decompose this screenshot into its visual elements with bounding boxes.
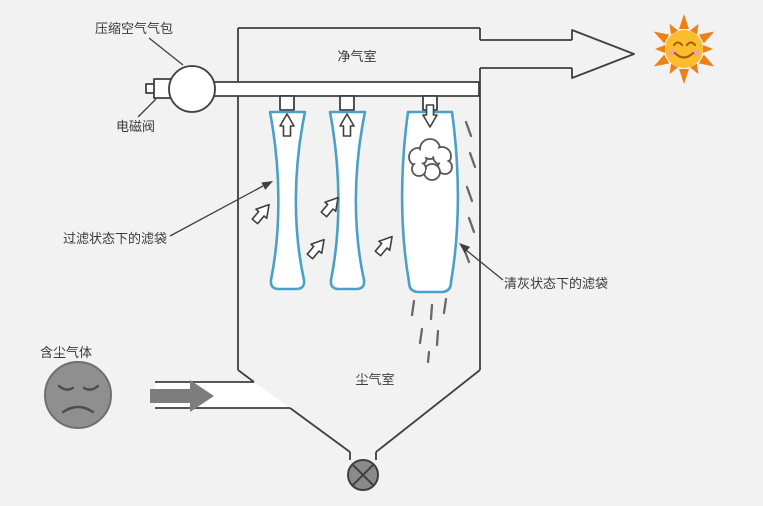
leader-filtering-arrowhead [261,181,273,190]
inflow-arrow-icon [320,196,339,218]
label-filtering-bags: 过滤状态下的滤袋 [63,231,167,247]
filter-bag-1-filtering [268,110,307,291]
sun-blush [692,49,700,56]
outlet-duct [480,39,572,69]
leader-compressed-air-tank [148,37,184,66]
happy-sun-icon [653,14,715,84]
label-cleaning-bags: 清灰状态下的滤袋 [504,276,608,292]
leader-cleaning-arrowhead [459,243,471,254]
airflow-arrows [251,104,438,260]
up-arrow-icon [339,113,355,137]
label-clean-air-chamber: 净气室 [337,49,376,65]
sun-body [665,30,703,68]
label-compressed-air-tank: 压缩空气气包 [95,21,173,37]
leader-solenoid-valve [137,98,157,118]
up-arrow-icon [279,113,295,137]
inflow-arrow-icon [306,238,325,260]
label-dust-chamber: 尘气室 [355,372,394,388]
sad-face-icon [44,361,112,429]
outlet-arrow-icon [571,29,635,79]
blow-pipe [213,81,480,97]
inflow-arrow-icon [251,203,270,225]
inlet-duct [155,381,290,409]
sun-blush [668,49,676,56]
dust-cloud-icon [408,138,453,181]
rotary-valve-icon [347,459,379,491]
label-solenoid-valve: 电磁阀 [116,120,155,135]
inlet-flow-arrow-icon [150,380,214,412]
sun-rays [653,14,715,84]
venturi-2 [339,95,355,111]
leader-filtering-bags [169,185,264,237]
leader-cleaning-bags [465,249,504,281]
falling-dust-dashes [410,120,477,364]
pulse-down-arrow-icon [422,104,438,128]
inflow-arrow-icon [374,235,393,257]
filter-bag-2-filtering [328,110,367,291]
label-dusty-gas: 含尘气体 [40,345,92,361]
venturi-1 [279,95,295,111]
compressed-air-tank [168,65,216,113]
